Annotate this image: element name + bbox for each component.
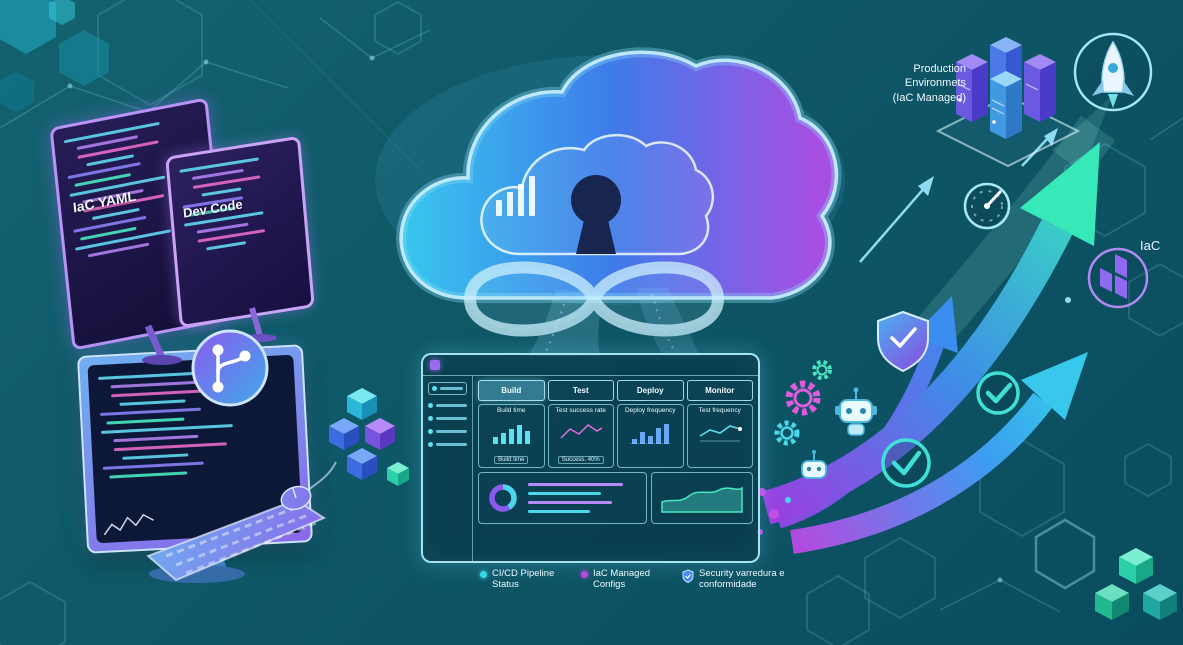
inner-cloud xyxy=(480,133,715,256)
summary-lines xyxy=(528,477,640,519)
desktop-screen xyxy=(87,354,303,544)
config-cubes xyxy=(329,388,409,486)
dashboard-titlebar xyxy=(423,355,758,376)
app-icon xyxy=(430,360,440,370)
code-lines xyxy=(175,146,305,318)
rocket-icon xyxy=(1073,32,1153,112)
tab-build: Build xyxy=(478,380,545,401)
shield-icon xyxy=(682,569,694,583)
legend-item-security: Security varredura e conformidade xyxy=(682,568,786,591)
line-chart xyxy=(560,424,603,439)
line-chart xyxy=(699,425,742,442)
metric-card-deploy-frequency: Deploy frequency xyxy=(617,404,684,468)
metric-card-build-time: Build time Build time xyxy=(478,404,545,468)
tab-test: Test xyxy=(547,380,614,401)
sidebar-item xyxy=(428,382,467,395)
legend-item-pipeline-status: CI/CD Pipeline Status xyxy=(480,568,568,591)
keyhole-icon xyxy=(571,175,621,254)
terraform-iac-icon xyxy=(1087,247,1149,309)
cloud xyxy=(396,47,842,303)
check-circle-icon-1 xyxy=(976,371,1020,415)
sidebar-item xyxy=(428,429,467,434)
cyan-dot-icon xyxy=(480,571,487,578)
hexagon-cluster xyxy=(0,0,109,112)
growth-arrows xyxy=(757,96,1116,554)
bar-chart-icon xyxy=(496,176,535,216)
purple-dot-icon xyxy=(581,571,588,578)
area-chart xyxy=(661,486,743,513)
iac-logo-label: IaC xyxy=(1140,238,1161,253)
legend-item-iac-configs: IaC Managed Configs xyxy=(581,568,669,591)
gauge-icon xyxy=(963,182,1011,230)
desktop-stand-base xyxy=(149,565,245,583)
dev-code-monitor: Dev Code xyxy=(165,135,315,329)
tab-monitor: Monitor xyxy=(686,380,753,401)
bar-chart xyxy=(630,424,671,444)
legend: CI/CD Pipeline Status IaC Managed Config… xyxy=(480,568,786,591)
sidebar-item xyxy=(428,416,467,421)
check-circle-icon-2 xyxy=(881,438,931,488)
robot-icon-large xyxy=(835,387,877,436)
trend-panel xyxy=(651,472,753,524)
sidebar-item xyxy=(428,442,467,447)
dashboard-sidebar xyxy=(423,376,473,561)
production-environments-label: Production Environmets (IaC Managed) xyxy=(892,63,966,104)
gear-icons xyxy=(774,360,832,446)
tab-deploy: Deploy xyxy=(617,380,684,401)
shield-check-icon xyxy=(877,310,929,373)
pipeline-tabs: Build Test Deploy Monitor xyxy=(478,380,753,401)
screen-line-chart xyxy=(103,513,155,536)
data-streams xyxy=(528,288,700,357)
cicd-dashboard-window: Build Test Deploy Monitor Build time Bui… xyxy=(421,353,760,563)
metric-card-test-frequency: Test frequency xyxy=(686,404,753,468)
donut-chart xyxy=(489,484,517,512)
metric-card-test-success: Test success rate Success. 40% xyxy=(547,404,614,468)
desktop-monitor xyxy=(76,344,314,554)
sidebar-item xyxy=(428,403,467,408)
summary-panel xyxy=(478,472,647,524)
infinity-loop-icon xyxy=(464,261,724,337)
robot-icon-small xyxy=(801,450,827,479)
particles xyxy=(757,488,779,535)
bar-chart xyxy=(493,425,531,444)
bottom-right-cubes xyxy=(1095,548,1177,620)
